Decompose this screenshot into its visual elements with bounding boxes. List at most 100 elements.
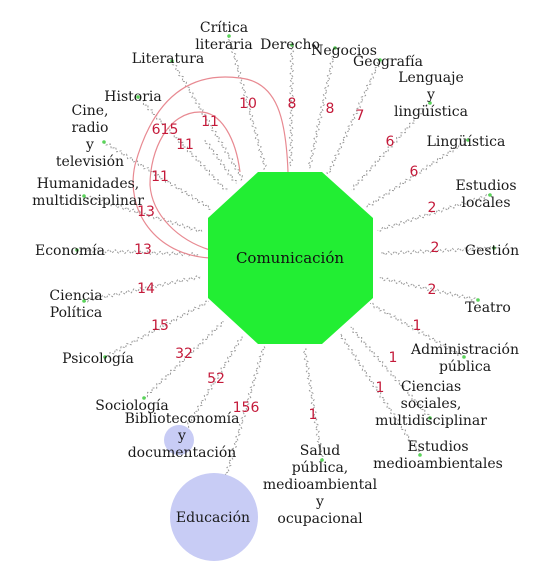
hub-octagon[interactable] — [208, 172, 373, 344]
node-label-derecho: Derecho — [260, 37, 320, 53]
edge-weight-derecho: 8 — [288, 96, 297, 112]
edge-weight-geografia: 7 — [356, 108, 365, 124]
edge-weight-humanidades: 13 — [137, 204, 155, 220]
node-label-line: Salud — [300, 443, 340, 459]
edge-weight-ciencias-sociales: 1 — [389, 350, 398, 366]
node-dot-ciencias-sociales[interactable] — [428, 416, 432, 420]
node-label-sociologia: Sociología — [95, 398, 168, 414]
node-label-line: locales — [461, 195, 510, 211]
node-dot-geografia[interactable] — [378, 58, 382, 62]
node-bubble-educacion[interactable] — [170, 473, 258, 561]
node-label-line: Cine, — [72, 103, 109, 119]
node-label-line: pública, — [292, 460, 349, 476]
node-label-educacion: Educación — [176, 510, 250, 526]
edge-teatro — [379, 276, 479, 301]
node-dot-lenguaje[interactable] — [428, 101, 432, 105]
node-label-line: Lenguaje — [398, 70, 464, 86]
node-label-line: Administración — [410, 342, 519, 358]
self-loop-inner — [149, 111, 241, 251]
node-bubble-biblioteconomia[interactable] — [164, 425, 194, 455]
edge-weight-biblioteconomia: 52 — [207, 371, 225, 387]
node-dot-administracion[interactable] — [462, 355, 466, 359]
edge-weight-historia: 11 — [176, 137, 194, 153]
node-label-line: multidisciplinar — [32, 193, 144, 209]
node-label-line: Psicología — [62, 351, 134, 367]
node-dot-linguistica[interactable] — [466, 138, 470, 142]
edge-ciencia-politica — [83, 275, 201, 303]
node-label-line: y — [426, 87, 435, 103]
node-dot-gestion[interactable] — [492, 246, 496, 250]
node-dot-economia[interactable] — [75, 248, 79, 252]
node-label-line: documentación — [128, 445, 237, 461]
node-label-gestion: Gestión — [465, 243, 519, 259]
node-dot-derecho[interactable] — [290, 43, 294, 47]
node-label-line: y — [177, 428, 186, 444]
node-label-line: Educación — [176, 510, 250, 526]
node-dot-critica[interactable] — [227, 34, 231, 38]
edge-educacion — [213, 346, 266, 518]
edge-psicologia — [104, 300, 209, 358]
node-label-line: medioambientales — [373, 456, 503, 472]
node-label-teatro: Teatro — [465, 300, 511, 316]
node-dot-humanidades[interactable] — [82, 194, 86, 198]
node-label-negocios: Negocios — [311, 43, 377, 59]
edge-weight-sociologia: 32 — [175, 346, 193, 362]
hub-label: Comunicación — [236, 249, 344, 267]
edge-weight-cine: 11 — [151, 169, 169, 185]
edge-weight-lenguaje: 6 — [386, 134, 395, 150]
edge-sociologia — [143, 320, 224, 399]
node-dot-negocios[interactable] — [333, 46, 337, 50]
node-dot-psicologia[interactable] — [103, 355, 107, 359]
self-loop-weight-layer: 108 — [178, 0, 355, 4]
node-dot-estudios-medioambientales[interactable] — [418, 453, 422, 457]
node-label-geografia: Geografía — [353, 54, 423, 70]
node-dot-salud[interactable] — [320, 458, 324, 462]
node-dot-sociologia[interactable] — [142, 396, 146, 400]
node-label-line: ocupacional — [277, 511, 363, 527]
node-label-line: televisión — [56, 154, 124, 170]
node-label-line: literaria — [195, 37, 252, 53]
node-dot-literatura[interactable] — [170, 59, 174, 63]
node-label-economia: Economía — [35, 243, 105, 259]
node-dot-estudios-locales[interactable] — [488, 193, 492, 197]
node-label-line: lingüística — [394, 104, 468, 120]
edge-weight-negocios: 8 — [326, 101, 335, 117]
node-dot-cine[interactable] — [102, 140, 106, 144]
edge-literatura — [171, 60, 244, 181]
node-label-line: sociales, — [401, 396, 462, 412]
node-label-literatura: Literatura — [132, 51, 204, 67]
node-label-line: Derecho — [260, 37, 320, 53]
edge-linguistica — [366, 139, 469, 208]
edge-historia — [137, 96, 228, 192]
node-dot-historia[interactable] — [136, 95, 140, 99]
node-dot-teatro[interactable] — [476, 298, 480, 302]
edge-unlabeled — [204, 139, 237, 184]
edge-weight-unlabeled: 615 — [152, 122, 179, 138]
edge-weight-educacion: 156 — [233, 400, 260, 416]
edge-layer — [76, 35, 495, 518]
edge-economia — [76, 247, 199, 257]
node-dot-ciencia-politica[interactable] — [82, 299, 86, 303]
node-label-psicologia: Psicología — [62, 351, 134, 367]
edge-weight-teatro: 2 — [428, 282, 437, 298]
node-label-line: Geografía — [353, 54, 423, 70]
node-label-line: Política — [50, 305, 103, 321]
self-loop-layer — [132, 76, 289, 259]
edge-humanidades — [83, 195, 203, 233]
node-label-line: Historia — [104, 89, 161, 105]
edge-weight-literatura: 11 — [201, 114, 219, 130]
edge-weight-linguistica: 6 — [410, 164, 419, 180]
node-label-line: Teatro — [465, 300, 511, 316]
edge-biblioteconomia — [178, 336, 243, 441]
node-label-historia: Historia — [104, 89, 161, 105]
node-label-line: medioambiental — [263, 477, 378, 493]
